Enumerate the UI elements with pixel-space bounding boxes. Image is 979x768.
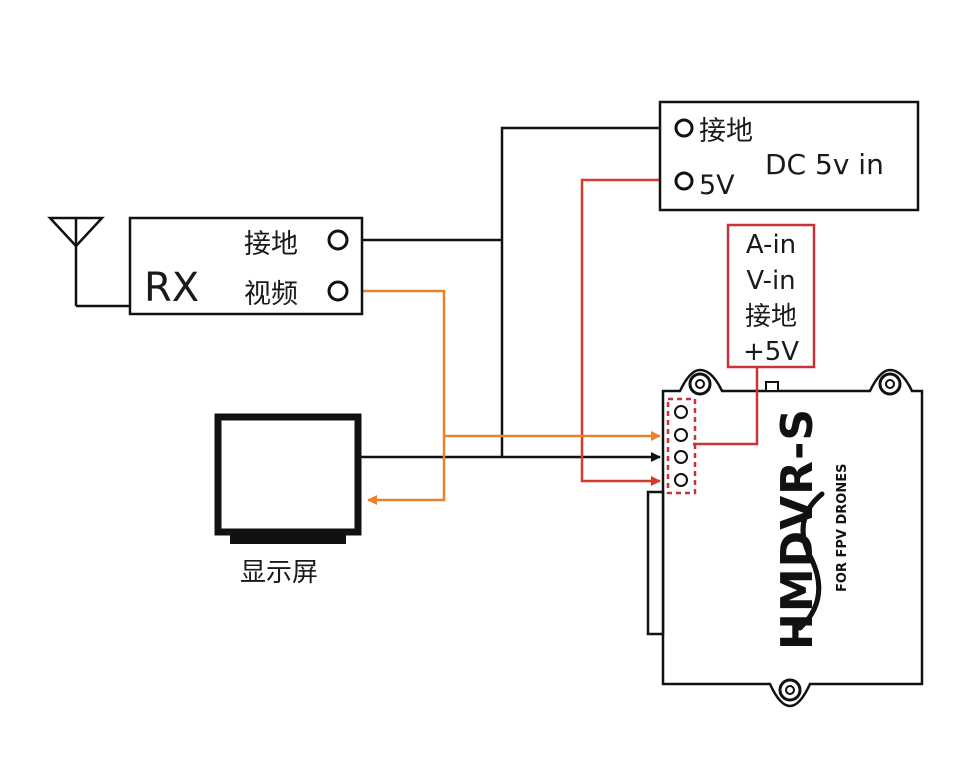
psu-pin-ground-label: 接地 xyxy=(699,116,753,147)
rx-module: RX 接地 视频 xyxy=(47,216,364,316)
psu-5v-terminal xyxy=(674,171,694,191)
antenna-icon xyxy=(47,216,130,308)
pin-legend-box xyxy=(726,223,816,369)
hmdvr-device: HMDVR-S FOR FPV DRONES xyxy=(646,367,924,708)
rx-pin-ground-label: 接地 xyxy=(244,229,298,260)
monitor: 显示屏 xyxy=(214,413,362,588)
pin-v-in xyxy=(674,428,688,442)
pin-legend-leader xyxy=(693,367,759,446)
device-brand-logo: HMDVR-S xyxy=(772,408,823,650)
mounting-hole-icon xyxy=(878,372,902,396)
pin-legend-ground: 接地 xyxy=(745,302,797,332)
pin-legend: A-in V-in 接地 +5V xyxy=(726,223,816,369)
pin-legend-v-in: V-in xyxy=(746,266,795,296)
pin-legend-5v: +5V xyxy=(743,337,799,367)
mounting-hole-icon xyxy=(688,372,712,396)
device-tagline: FOR FPV DRONES xyxy=(835,464,850,592)
video-wire-rx xyxy=(342,289,446,505)
rx-ground-terminal xyxy=(327,229,349,251)
psu-pin-5v-label: 5V xyxy=(699,170,735,201)
pin-5v xyxy=(674,473,688,487)
power-wire xyxy=(580,178,680,486)
pin-a-in xyxy=(674,405,688,419)
monitor-label: 显示屏 xyxy=(240,558,318,588)
mounting-hole-icon xyxy=(778,678,802,702)
logo-swoosh-icon xyxy=(797,491,825,631)
ground-wire-psu xyxy=(500,126,680,457)
rx-box xyxy=(128,216,364,316)
wires xyxy=(342,126,680,505)
device-board-outline xyxy=(661,368,924,708)
power-supply: 接地 5V DC 5v in xyxy=(658,100,920,212)
psu-title: DC 5v in xyxy=(765,148,884,181)
device-side-slot xyxy=(646,490,665,636)
rx-video-terminal xyxy=(327,280,349,302)
device-top-tab xyxy=(765,381,779,392)
rx-pin-video-label: 视频 xyxy=(244,279,298,310)
pin-ground xyxy=(674,450,688,464)
pin-legend-a-in: A-in xyxy=(746,230,796,260)
psu-box xyxy=(658,100,920,212)
rx-title: RX xyxy=(144,265,199,311)
psu-ground-terminal xyxy=(674,118,694,138)
monitor-icon xyxy=(214,413,362,544)
pin-header-highlight xyxy=(666,397,697,495)
